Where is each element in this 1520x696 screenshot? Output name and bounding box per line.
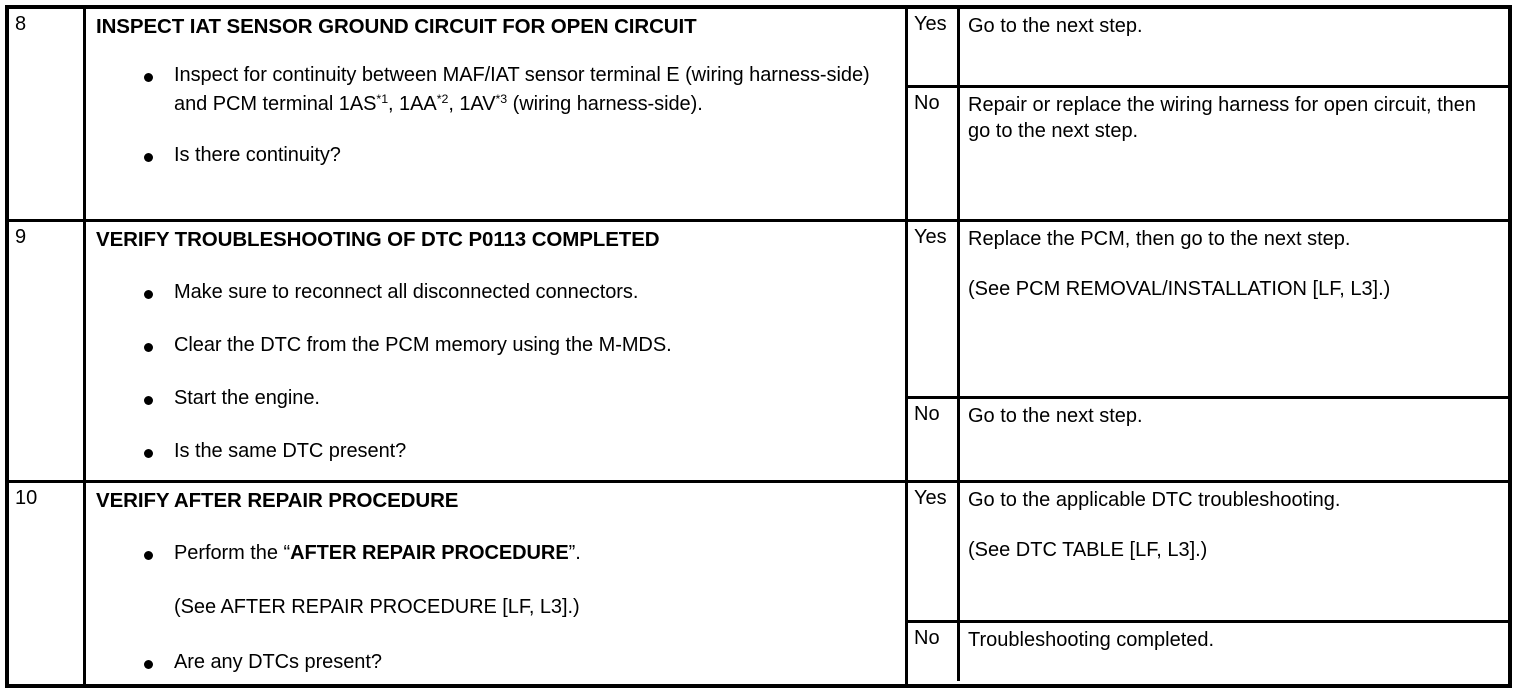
answer-key-yes: Yes (908, 483, 960, 620)
bullet-dot-icon (144, 395, 153, 405)
bullet-text-emphasis: AFTER REPAIR PROCEDURE (290, 541, 569, 564)
bullet-text-prefix: Inspect for continuity between MAF/IAT s… (174, 63, 870, 115)
table-row: 8 INSPECT IAT SENSOR GROUND CIRCUIT FOR … (9, 9, 1508, 222)
step-number-cell: 9 (9, 222, 86, 480)
bullet-text: Clear the DTC from the PCM memory using … (174, 333, 672, 356)
bullet-text: Start the engine. (174, 386, 320, 409)
inspection-bullet-list: Perform the “AFTER REPAIR PROCEDURE”. (S… (96, 539, 895, 677)
list-item: Is there continuity? (96, 141, 895, 170)
answer-row-yes: Yes Replace the PCM, then go to the next… (908, 222, 1508, 399)
answer-row-yes: Yes Go to the applicable DTC troubleshoo… (908, 483, 1508, 623)
action-cell: Yes Replace the PCM, then go to the next… (908, 222, 1508, 480)
bullet-dot-icon (144, 289, 153, 299)
inspection-cell: VERIFY AFTER REPAIR PROCEDURE Perform th… (86, 483, 908, 684)
bullet-text: Are any DTCs present? (174, 650, 382, 673)
bullet-reference-text: (See AFTER REPAIR PROCEDURE [LF, L3].) (174, 595, 580, 618)
answer-row-no: No Go to the next step. (908, 399, 1508, 480)
table-body: 8 INSPECT IAT SENSOR GROUND CIRCUIT FOR … (9, 9, 1508, 684)
step-title: VERIFY AFTER REPAIR PROCEDURE (96, 489, 459, 512)
bullet-dot-icon (144, 550, 153, 560)
answer-row-no: No Repair or replace the wiring harness … (908, 88, 1508, 219)
answer-text: Replace the PCM, then go to the next ste… (960, 222, 1508, 396)
list-item: Inspect for continuity between MAF/IAT s… (96, 61, 895, 119)
step-title: INSPECT IAT SENSOR GROUND CIRCUIT FOR OP… (96, 15, 697, 38)
step-number-cell: 10 (9, 483, 86, 684)
list-item: Is the same DTC present? (96, 437, 895, 466)
answer-main-text: Go to the applicable DTC troubleshooting… (968, 489, 1341, 511)
list-item: Clear the DTC from the PCM memory using … (96, 331, 895, 360)
action-cell: Yes Go to the next step. No Repair or re… (908, 9, 1508, 219)
bullet-text-mid-1: , 1AA (388, 92, 437, 115)
list-item: Make sure to reconnect all disconnected … (96, 278, 895, 307)
answer-main-text: Go to the next step. (968, 15, 1143, 37)
footnote-marker-1: *1 (376, 91, 389, 106)
inspection-cell: VERIFY TROUBLESHOOTING OF DTC P0113 COMP… (86, 222, 908, 480)
answer-reference-text: (See PCM REMOVAL/INSTALLATION [LF, L3].) (968, 278, 1391, 301)
answer-text: Go to the next step. (960, 399, 1508, 480)
bullet-text: Is the same DTC present? (174, 439, 407, 462)
answer-main-text: Replace the PCM, then go to the next ste… (968, 228, 1351, 250)
footnote-marker-2: *2 (436, 91, 449, 106)
answer-main-text: Troubleshooting completed. (968, 629, 1215, 651)
table-row: 9 VERIFY TROUBLESHOOTING OF DTC P0113 CO… (9, 222, 1508, 483)
step-title: VERIFY TROUBLESHOOTING OF DTC P0113 COMP… (96, 228, 660, 251)
bullet-text-suffix: (wiring harness-side). (507, 92, 703, 115)
answer-main-text: Go to the next step. (968, 405, 1143, 427)
answer-row-yes: Yes Go to the next step. (908, 9, 1508, 88)
answer-text: Go to the applicable DTC troubleshooting… (960, 483, 1508, 620)
answer-key-no: No (908, 88, 960, 219)
bullet-dot-icon (144, 448, 153, 458)
bullet-dot-icon (144, 342, 153, 352)
answer-text: Troubleshooting completed. (960, 623, 1508, 681)
answer-key-yes: Yes (908, 9, 960, 85)
bullet-text: Make sure to reconnect all disconnected … (174, 280, 639, 303)
step-number-cell: 8 (9, 9, 86, 219)
list-item: Start the engine. (96, 384, 895, 413)
bullet-dot-icon (144, 72, 153, 82)
answer-key-no: No (908, 623, 960, 681)
answer-key-yes: Yes (908, 222, 960, 396)
inspection-bullet-list: Make sure to reconnect all disconnected … (96, 278, 895, 466)
inspection-cell: INSPECT IAT SENSOR GROUND CIRCUIT FOR OP… (86, 9, 908, 219)
list-item: Are any DTCs present? (96, 648, 895, 677)
bullet-text-mid-2: , 1AV (448, 92, 496, 115)
action-cell: Yes Go to the applicable DTC troubleshoo… (908, 483, 1508, 684)
list-item: Perform the “AFTER REPAIR PROCEDURE”. (S… (96, 539, 895, 622)
bullet-dot-icon (144, 659, 153, 669)
bullet-text-prefix: Perform the “ (174, 541, 291, 564)
answer-text: Repair or replace the wiring harness for… (960, 88, 1508, 219)
bullet-text: Is there continuity? (174, 143, 341, 166)
answer-text: Go to the next step. (960, 9, 1508, 85)
step-number: 8 (15, 13, 27, 35)
answer-main-text: Repair or replace the wiring harness for… (968, 94, 1477, 143)
inspection-bullet-list: Inspect for continuity between MAF/IAT s… (96, 61, 895, 170)
step-number: 9 (15, 226, 27, 248)
answer-row-no: No Troubleshooting completed. (908, 623, 1508, 681)
table-row: 10 VERIFY AFTER REPAIR PROCEDURE Perform… (9, 483, 1508, 684)
troubleshooting-table: 8 INSPECT IAT SENSOR GROUND CIRCUIT FOR … (5, 5, 1512, 688)
answer-reference-text: (See DTC TABLE [LF, L3].) (968, 539, 1208, 562)
answer-key-no: No (908, 399, 960, 480)
step-number: 10 (15, 487, 38, 509)
footnote-marker-3: *3 (495, 91, 508, 106)
bullet-dot-icon (144, 152, 153, 162)
bullet-text-suffix: ”. (568, 541, 581, 564)
